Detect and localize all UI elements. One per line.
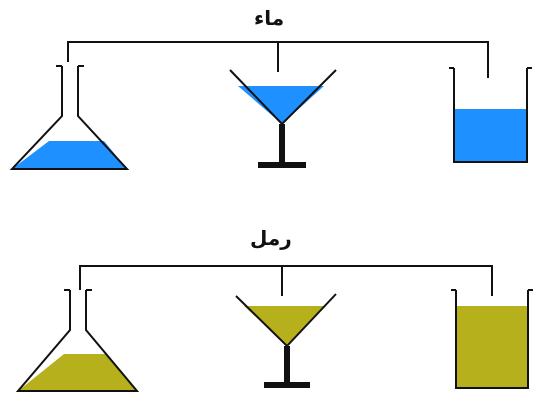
- water-glass-base: [258, 162, 306, 168]
- water-beaker-outline: [453, 68, 528, 163]
- sand-beaker: [451, 289, 533, 389]
- sand-beaker-outline: [455, 290, 529, 389]
- water-flask-outline: [9, 66, 130, 170]
- sand-conical-flask: [15, 289, 140, 392]
- water-glass-stem: [279, 124, 285, 164]
- water-connector: [67, 41, 489, 78]
- water-flask-liquid: [12, 141, 127, 169]
- sand-glass-liquid: [244, 306, 326, 346]
- sand-flask-liquid: [18, 354, 137, 391]
- sand-glass-stem: [284, 346, 290, 384]
- sand-group: [15, 265, 533, 392]
- water-funnel-glass: [229, 69, 337, 168]
- water-glass-liquid: [238, 86, 324, 124]
- water-beaker: [449, 67, 532, 163]
- sand-group-label: رمل: [250, 226, 292, 250]
- sand-funnel-glass: [235, 293, 337, 388]
- water-group-label: ماء: [254, 6, 285, 30]
- sand-glass-base: [264, 382, 310, 388]
- sand-flask-outline: [15, 290, 140, 392]
- sand-beaker-liquid: [456, 306, 528, 388]
- sand-connector: [79, 265, 493, 296]
- water-beaker-liquid: [454, 109, 527, 162]
- water-group: [9, 41, 532, 170]
- water-conical-flask: [9, 65, 130, 170]
